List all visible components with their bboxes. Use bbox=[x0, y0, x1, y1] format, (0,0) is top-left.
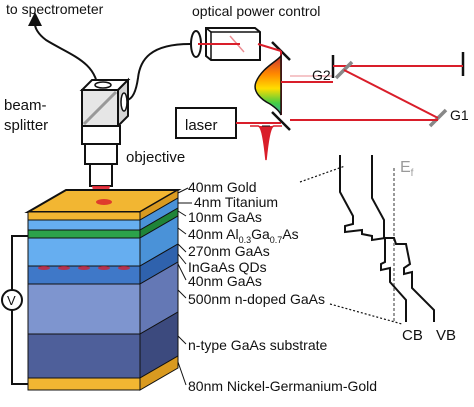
label-objective: objective bbox=[126, 149, 185, 166]
label-laser: laser bbox=[185, 117, 218, 134]
spectrometer-fiber bbox=[34, 23, 99, 93]
valence-band bbox=[371, 155, 435, 322]
conduction-band bbox=[339, 155, 407, 322]
layer-label-gaas-10: 10nm GaAs bbox=[188, 209, 262, 225]
spectrum-shape bbox=[254, 53, 282, 116]
voltmeter-icon bbox=[1, 289, 23, 311]
layer-nigeau bbox=[27, 377, 141, 391]
layer-n-doped bbox=[27, 283, 141, 335]
layer-label-gaas-270: 270nm GaAs bbox=[188, 243, 270, 259]
layer-label-algaas: 40nm Al0.3Ga0.7As bbox=[188, 226, 299, 245]
quantum-dots bbox=[38, 266, 130, 270]
layer-algaas bbox=[27, 229, 141, 239]
label-beam-line2: splitter bbox=[4, 117, 48, 134]
label-voltmeter: V bbox=[7, 293, 16, 308]
label-g1: G1 bbox=[450, 107, 469, 123]
layer-label-qds: InGaAs QDs bbox=[188, 259, 267, 275]
layer-gold bbox=[27, 211, 141, 221]
layer-leader-lines bbox=[177, 187, 192, 386]
layer-label-gaas-40: 40nm GaAs bbox=[188, 273, 262, 289]
layer-label-substrate: n-type GaAs substrate bbox=[188, 337, 328, 353]
laser-pulse-shape bbox=[250, 125, 282, 161]
spectrometer-arrow-icon bbox=[28, 12, 42, 26]
layer-label-titanium: 4nm Titanium bbox=[194, 194, 278, 210]
label-cb: CB bbox=[402, 327, 423, 344]
input-fiber bbox=[125, 43, 191, 101]
band-connector-top bbox=[299, 165, 346, 183]
layer-label-n-doped: 500nm n-doped GaAs bbox=[188, 291, 325, 307]
layer-label-gold: 40nm Gold bbox=[188, 179, 256, 195]
beamsplitter-top-lens-icon bbox=[94, 81, 112, 89]
label-to-spectrometer: to spectrometer bbox=[6, 1, 104, 17]
layer-label-nigeau: 80nm Nickel-Germanium-Gold bbox=[188, 378, 377, 394]
label-ef: Ef bbox=[400, 159, 414, 179]
band-connector-bottom bbox=[329, 303, 403, 325]
label-g2: G2 bbox=[312, 67, 331, 83]
layer-side-nigeau bbox=[139, 355, 179, 391]
beamsplitter-side-lens-icon bbox=[120, 92, 128, 112]
layer-gaas-thin bbox=[27, 219, 141, 231]
layer-substrate bbox=[27, 333, 141, 379]
layer-gaas-270 bbox=[27, 237, 141, 267]
label-beam-line1: beam- bbox=[4, 97, 47, 114]
objective-body bbox=[81, 125, 121, 145]
label-optical-power-control: optical power control bbox=[192, 3, 320, 19]
laser-box bbox=[175, 107, 237, 139]
label-vb: VB bbox=[436, 327, 456, 344]
mirror-bottom bbox=[271, 111, 291, 131]
